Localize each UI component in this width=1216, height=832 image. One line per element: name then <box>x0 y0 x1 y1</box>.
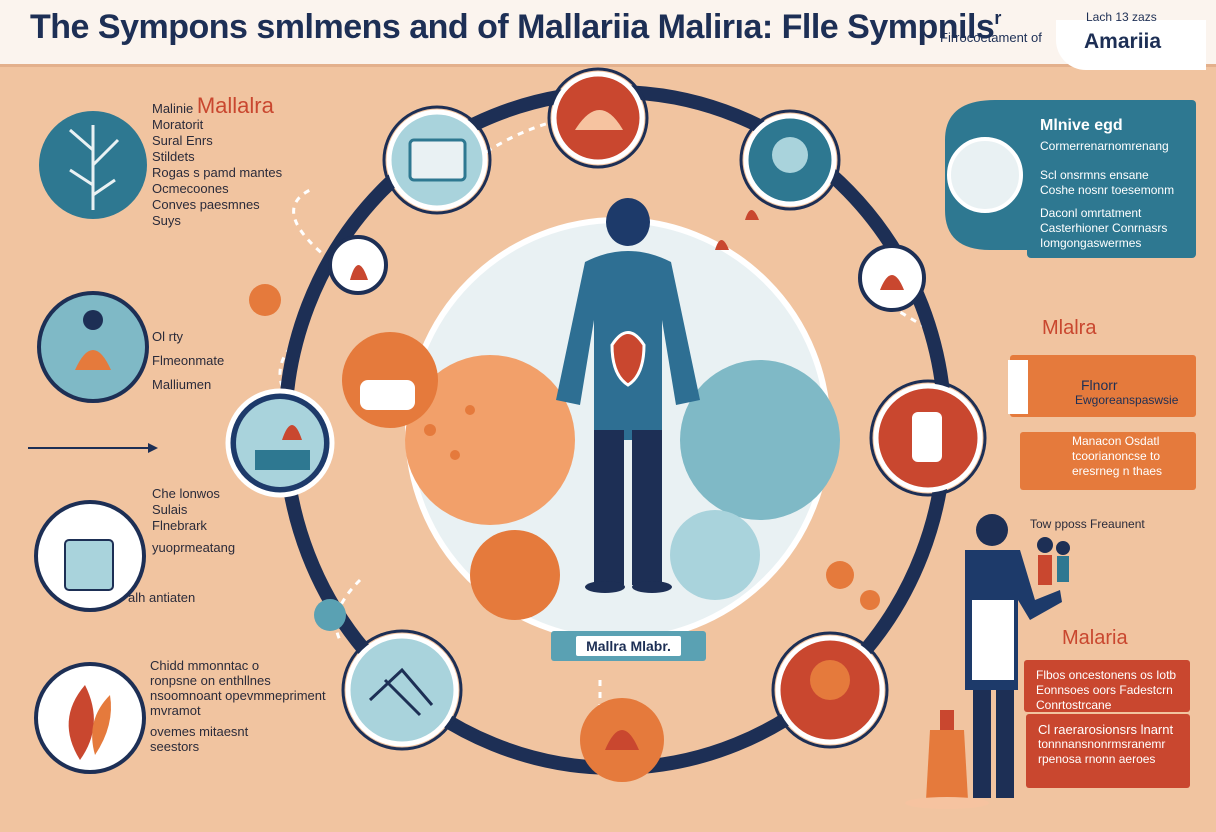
ring-node-left <box>225 388 335 498</box>
panel-mid-2-line: tcoorianoncse to <box>1072 449 1161 463</box>
ring-node-bottom <box>580 698 664 782</box>
left-block-1-line: Conves paesmnes <box>152 197 260 212</box>
leaf-icon <box>34 662 146 774</box>
panel-low-1-line: Flbos oncestonens os Iotb <box>1036 668 1177 682</box>
panel-mid-2-line: eresrneg n thaes <box>1072 464 1163 478</box>
center-label-b: Mlabr. <box>630 638 671 654</box>
header-subtitle: Firrocoetament of <box>940 30 1042 45</box>
left-block-1-line: Rogas s pamd mantes <box>152 165 283 180</box>
brand-word: Amariia <box>1084 30 1162 53</box>
bottle-icon <box>905 710 989 809</box>
left-block-1-heading-red: Mallalra <box>196 93 274 118</box>
ring-node-topleft <box>382 105 492 215</box>
ring-node-bottom-small <box>314 599 346 631</box>
left-block-3-line: yuoprmeatang <box>152 540 236 555</box>
panel-low-right-1 <box>1024 660 1190 712</box>
right-low-heading: Malaria <box>1062 627 1128 649</box>
panel-mid-1-line: Ewgoreanspaswsie <box>1075 393 1179 407</box>
left-block-1-line: Sural Enrs <box>152 133 213 148</box>
panel-low-1-line: Conrtostrcane <box>1036 698 1112 712</box>
center-label-inner: Mallra Mlabr. <box>576 636 681 656</box>
left-block-1-line: Moratorit <box>152 117 204 132</box>
panel-low-2-line: tonnnansnonrmsranemr <box>1038 737 1166 751</box>
panel-top-line: Cormerrenarnomrenang <box>1040 139 1169 153</box>
left-block-2-line: Flmeonmate <box>152 353 225 368</box>
left-block-3-line: alh antiaten <box>128 590 196 605</box>
right-mid-heading: Mlalra <box>1042 317 1097 339</box>
panel-mid-right-2 <box>1020 432 1196 490</box>
fern-icon <box>39 111 147 219</box>
panel-low-right-2 <box>1026 714 1190 788</box>
left-block-4-line: mvramot <box>150 703 201 718</box>
left-block-2-line: Ol rty <box>152 329 184 344</box>
left-block-3-line: Flnebrark <box>152 518 207 533</box>
ring-node-top <box>547 67 649 169</box>
left-block-4-line: seestors <box>150 739 200 754</box>
left-block-3-line: Sulais <box>152 502 188 517</box>
left-block-1-line: Suys <box>152 213 181 228</box>
left-block-1-heading-black: Malinie <box>152 101 194 116</box>
brand-badge <box>1056 20 1206 70</box>
center-teal-small <box>670 510 760 600</box>
panel-low-1-text: Flbos oncestonens os Iotb Eonnsoes oors … <box>1036 668 1176 713</box>
person-icon <box>37 291 149 403</box>
panel-top-line: Casterhioner Conrnasrs <box>1040 221 1168 235</box>
panel-mid-right-1 <box>1010 355 1196 417</box>
ring-node-topright <box>739 109 841 211</box>
panel-mid-1-text: Flnorr Ewgoreanspaswsie <box>1075 378 1178 408</box>
left-block-4-line: ronpsne on enthllnes <box>150 673 271 688</box>
left-block-3: Che lonwos Sulais Flnebrark yuoprmeatang… <box>128 486 236 606</box>
panel-low-2-line: rpenosa rnonn aeroes <box>1038 752 1156 766</box>
header-tag: Lach 13 zazs <box>1086 10 1157 24</box>
panel-top-heading: Mlnive egd <box>1040 117 1123 134</box>
center-label: Mallra Mlabr. <box>551 631 706 661</box>
ring-node-bottomright <box>771 631 889 749</box>
panel-top-line: Daconl omrtatment <box>1040 206 1142 220</box>
panel-mid-1-line: Flnorr <box>1081 377 1118 393</box>
panel-mid-2-text: Manacon Osdatl tcoorianoncse to eresrneg… <box>1072 434 1162 479</box>
ring-node-bottomleft <box>341 629 463 751</box>
panel-top-line: Iomgongaswermes <box>1040 236 1142 250</box>
center-orange-flower <box>470 530 560 620</box>
family-icon <box>1037 537 1070 585</box>
treatment-label: Tow pposs Freaunent <box>1030 517 1145 531</box>
left-block-1: Malinie Mallalra Moratorit Sural Enrs St… <box>152 95 283 229</box>
center-teal-blob <box>680 360 840 520</box>
person-figure-icon <box>556 198 700 593</box>
ring-node-small-left <box>328 235 388 295</box>
header-bar <box>0 0 1216 67</box>
left-block-2: Ol rty Flmeonmate Malliumen <box>152 325 224 397</box>
page-title: The Sympons smlmens and of Mallariia Mal… <box>30 8 1001 46</box>
left-block-2-line: Malliumen <box>152 377 212 392</box>
left-block-1-heading: Malinie Mallalra <box>152 95 282 117</box>
panel-mid-2-line: Manacon Osdatl <box>1072 434 1160 448</box>
panel-top-right <box>1027 100 1196 258</box>
mosquito-icon <box>249 284 880 610</box>
ring-node-small-right <box>858 244 926 312</box>
panel-top-line: Coshe nosnr toesemonm <box>1040 183 1175 197</box>
panel-low-2-text: Cl raerarosionsrs lnarnt tonnnansnonrmsr… <box>1038 722 1173 767</box>
arrow-right-icon <box>28 443 158 453</box>
cup-icon <box>34 500 146 612</box>
left-block-1-line: Ocmecoones <box>152 181 229 196</box>
doctor-figure-icon <box>965 514 1062 798</box>
ring-node-orange-left <box>342 332 438 428</box>
left-block-1-line: Stildets <box>152 149 195 164</box>
ring-node-right <box>869 379 987 497</box>
panel-top-line: Scl onsrmns ensane <box>1040 168 1149 182</box>
left-block-4-line: Chidd mmonntac o <box>150 658 260 673</box>
left-block-4-line: nsoomnoant opevmmepriment <box>150 688 326 703</box>
left-block-4-line: ovemes mitaesnt <box>150 724 249 739</box>
panel-top-right-text: Mlnive egd Cormerrenarnomrenang Scl onsr… <box>1040 118 1174 251</box>
center-orange-blob <box>405 355 575 525</box>
panel-low-1-line: Eonnsoes oors Fadestcrn <box>1036 683 1173 697</box>
center-label-a: Mallra <box>586 638 627 654</box>
panel-low-2-line: Cl raerarosionsrs lnarnt <box>1038 722 1174 737</box>
left-block-4: Chidd mmonntac o ronpsne on enthllnes ns… <box>150 658 326 754</box>
panel-top-icon <box>947 137 1023 213</box>
left-block-3-line: Che lonwos <box>152 486 220 501</box>
panel-mid-right-1-bar <box>1008 360 1028 414</box>
